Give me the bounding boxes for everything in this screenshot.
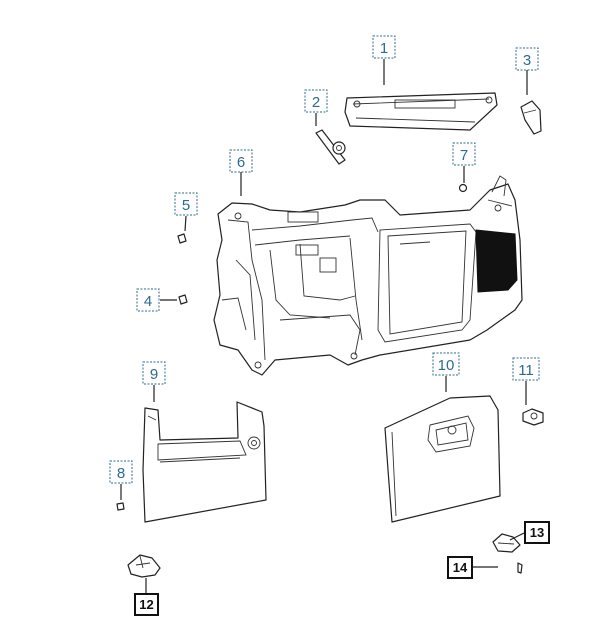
part-7-push-pin — [458, 183, 468, 193]
callout-6-label: 6 — [237, 154, 245, 171]
part-12-bracket — [127, 554, 161, 578]
callout-2: 2 — [304, 89, 328, 113]
callout-3-label: 3 — [523, 52, 531, 69]
callout-1-label: 1 — [380, 40, 388, 57]
callout-9: 9 — [142, 361, 166, 385]
part-3-bezel — [520, 100, 542, 135]
part-10-glove-box-door — [384, 395, 501, 523]
callout-9-label: 9 — [150, 366, 158, 383]
part-6-instrument-panel-frame — [213, 175, 523, 376]
callout-11-label: 11 — [518, 362, 534, 379]
callout-12-label: 12 — [139, 597, 153, 612]
part-14-screw — [517, 562, 523, 574]
part-9-lower-panel — [142, 401, 267, 523]
callout-7: 7 — [452, 142, 476, 166]
callout-8-label: 8 — [117, 465, 125, 482]
callout-14-label: 14 — [453, 560, 468, 575]
part-4-clip — [178, 294, 188, 305]
part-2-rod-clip — [315, 129, 346, 165]
part-1-upper-trim-bar — [344, 92, 498, 131]
callout-7-label: 7 — [460, 147, 468, 164]
callout-14: 14 — [447, 556, 473, 579]
part-5-clip — [177, 233, 187, 244]
callout-5-label: 5 — [182, 197, 190, 214]
leader-lines — [120, 59, 528, 593]
part-11-lock-cylinder — [522, 408, 544, 426]
callout-13-label: 13 — [530, 525, 544, 540]
callout-2-label: 2 — [312, 94, 320, 111]
callout-8: 8 — [109, 460, 133, 484]
callout-1: 1 — [372, 35, 396, 59]
callout-10-label: 10 — [438, 357, 455, 374]
callout-12: 12 — [134, 593, 159, 616]
callout-6: 6 — [229, 149, 253, 173]
callout-13: 13 — [524, 521, 550, 544]
callout-5: 5 — [174, 192, 198, 216]
part-8-clip — [116, 502, 125, 511]
callout-10: 10 — [432, 352, 460, 376]
callout-11: 11 — [512, 357, 540, 381]
callout-4-label: 4 — [144, 293, 152, 310]
callout-4: 4 — [136, 288, 160, 312]
callout-3: 3 — [515, 47, 539, 71]
